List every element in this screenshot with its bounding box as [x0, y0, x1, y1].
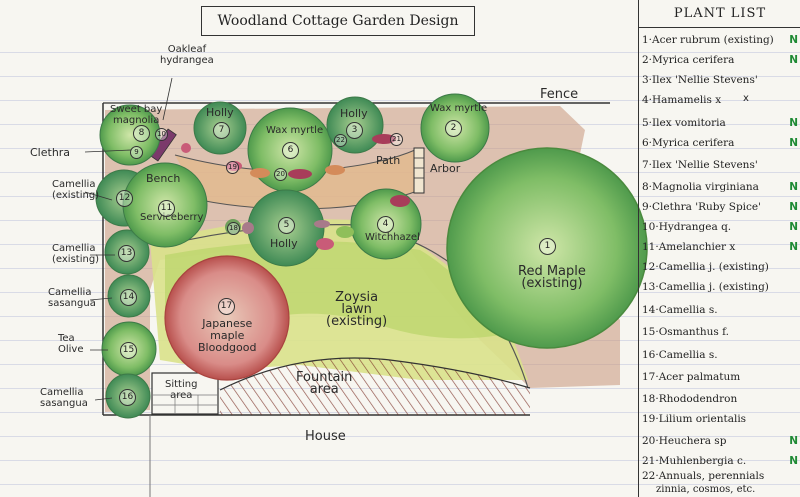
- path-label: Path: [376, 154, 401, 167]
- serviceberry-label: Serviceberry: [140, 212, 204, 223]
- fountain-area-hatch: [220, 358, 530, 415]
- marker-4: 4: [377, 216, 394, 233]
- plant-list-item: 19·Lilium orientalis: [642, 413, 747, 425]
- plant-list-item: 16·Camellia s.: [642, 349, 718, 361]
- camellia-12-label: Camellia(existing): [52, 179, 100, 201]
- holly-5-label: Holly: [270, 237, 298, 250]
- fence-label: Fence: [540, 87, 579, 102]
- sitting-area-box: [151, 372, 219, 415]
- marker-3: 3: [346, 122, 363, 139]
- leader-lines: [84, 77, 173, 401]
- marker-21: 21: [390, 133, 403, 146]
- plant-list-item: 15·Osmanthus f.: [642, 326, 729, 338]
- marker-12: 12: [116, 190, 133, 207]
- plant-list-item: 14·Camellia s.: [642, 304, 718, 316]
- marker-15: 15: [120, 342, 137, 359]
- plant-list-item: 4·Hamamelis x: [642, 94, 722, 106]
- plant-list-item: 1·Acer rubrum (existing)N: [642, 34, 798, 46]
- plant-list-item: 17·Acer palmatum: [642, 371, 741, 383]
- plan-title: Woodland Cottage Garden Design: [201, 6, 475, 36]
- plant-list-item: 13·Camellia j. (existing): [642, 281, 769, 293]
- plant-list-item: 9·Clethra 'Ruby Spice'N: [642, 201, 798, 213]
- marker-2: 2: [445, 120, 462, 137]
- witchhazel-label: Witchhazel: [365, 232, 420, 243]
- marker-10: 10: [155, 128, 168, 141]
- red-maple-label: Red Maple(existing): [518, 264, 586, 291]
- plant-list-item: 12·Camellia j. (existing): [642, 261, 769, 273]
- plant-list-item: 21·Muhlenbergia c.N: [642, 455, 798, 467]
- holly-3-label: Holly: [340, 107, 368, 120]
- house-label: House: [305, 429, 346, 444]
- hamamelis-x-mark: x: [743, 93, 749, 104]
- plant-list-panel: PLANT LIST 1·Acer rubrum (existing)N 2·M…: [638, 0, 800, 497]
- marker-6: 6: [282, 142, 299, 159]
- wax-myrtle-6-label: Wax myrtle: [266, 125, 324, 136]
- marker-18: 18: [227, 222, 240, 235]
- plant-list-item: 10·Hydrangea q.N: [642, 221, 798, 233]
- clethra-label: Clethra: [30, 146, 71, 159]
- marker-19: 19: [226, 161, 239, 174]
- marker-1: 1: [539, 238, 556, 255]
- plant-list-item: 3·Ilex 'Nellie Stevens': [642, 74, 758, 86]
- marker-22: 22: [334, 134, 347, 147]
- arbor-label: Arbor: [430, 162, 461, 175]
- wax-myrtle-2-label: Wax myrtle: [430, 103, 488, 114]
- bench-label: Bench: [146, 172, 181, 185]
- marker-14: 14: [120, 289, 137, 306]
- japanese-maple-canopy: [164, 255, 290, 381]
- marker-11: 11: [158, 200, 175, 217]
- marker-13: 13: [118, 245, 135, 262]
- plant-list-header: PLANT LIST: [639, 0, 800, 28]
- marker-16: 16: [119, 389, 136, 406]
- plant-list-item: 18·Rhododendron: [642, 393, 738, 405]
- arbor-shape: [413, 147, 425, 194]
- marker-8: 8: [133, 125, 150, 142]
- marker-20: 20: [274, 168, 287, 181]
- marker-7: 7: [213, 122, 230, 139]
- camellia-13-label: Camellia(existing): [52, 243, 100, 265]
- marker-9: 9: [130, 146, 143, 159]
- plant-list-item: 7·Ilex 'Nellie Stevens': [642, 159, 758, 171]
- holly-7-label: Holly: [206, 106, 234, 119]
- marker-17: 17: [218, 298, 235, 315]
- marker-5: 5: [278, 217, 295, 234]
